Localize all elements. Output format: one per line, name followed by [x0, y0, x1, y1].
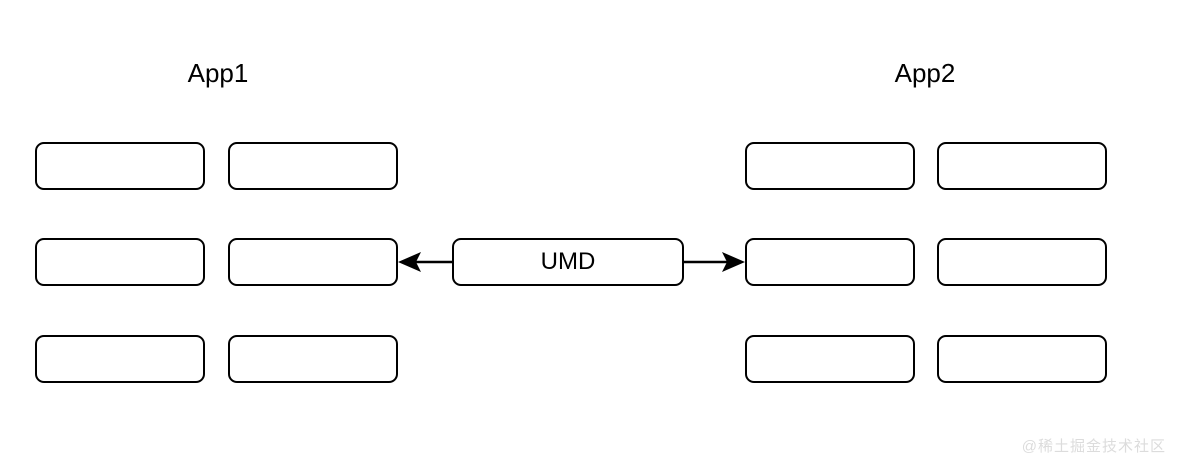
arrowhead-right-icon	[722, 252, 745, 272]
app1-group-title: App1	[187, 58, 249, 88]
app1-module-box-r2c1[interactable]	[35, 238, 205, 286]
app2-module-box-r2c1[interactable]	[745, 238, 915, 286]
app2-module-box-r3c2[interactable]	[937, 335, 1107, 383]
app1-module-box-r1c2[interactable]	[228, 142, 398, 190]
app1-module-box-r3c1[interactable]	[35, 335, 205, 383]
app1-module-box-r2c2[interactable]	[228, 238, 398, 286]
app2-module-box-r2c2[interactable]	[937, 238, 1107, 286]
umd-label: UMD	[540, 248, 596, 275]
connector-umd-to-app1	[398, 252, 452, 272]
umd-module-box[interactable]: UMD	[452, 238, 684, 286]
app2-group-title: App2	[894, 58, 956, 88]
app2-module-box-r1c1[interactable]	[745, 142, 915, 190]
app2-module-box-r1c2[interactable]	[937, 142, 1107, 190]
watermark-text: @稀土掘金技术社区	[1021, 438, 1166, 455]
arrowhead-left-icon	[398, 252, 421, 272]
app1-module-box-r3c2[interactable]	[228, 335, 398, 383]
connector-umd-to-app2	[684, 252, 745, 272]
app1-module-box-r1c1[interactable]	[35, 142, 205, 190]
app2-module-box-r3c1[interactable]	[745, 335, 915, 383]
